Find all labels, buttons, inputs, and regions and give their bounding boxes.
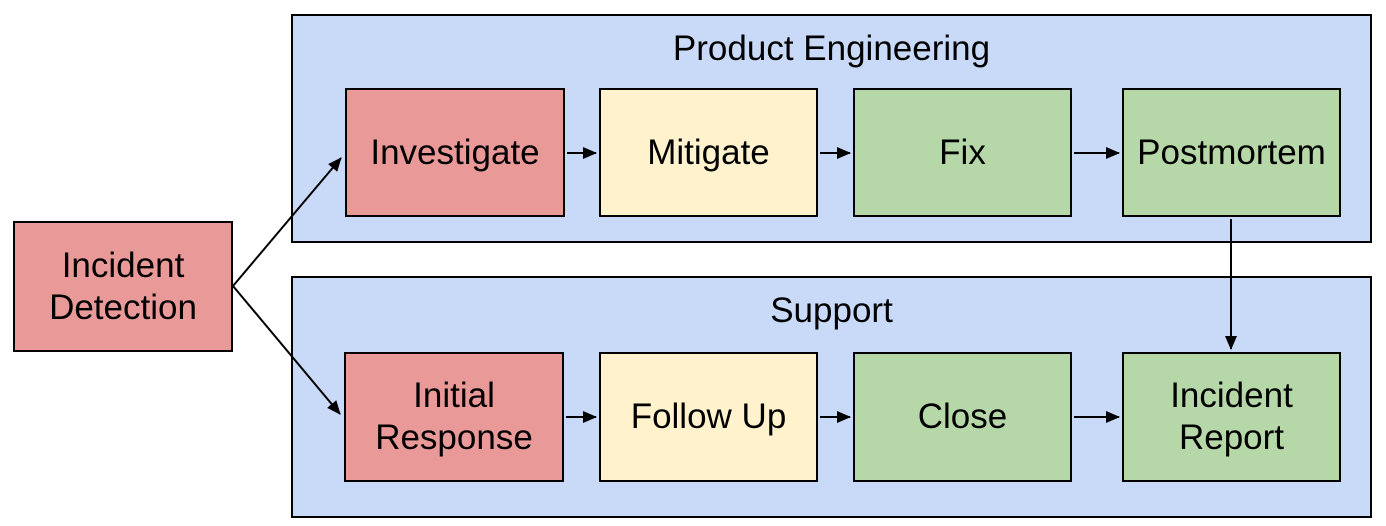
lane-title-support: Support: [770, 291, 893, 330]
node-postmortem: Postmortem: [1122, 88, 1341, 217]
node-follow-up: Follow Up: [599, 352, 818, 482]
node-incident-report: Incident Report: [1122, 352, 1341, 482]
node-mitigate: Mitigate: [599, 88, 818, 217]
node-fix: Fix: [853, 88, 1072, 217]
node-incident-detection: Incident Detection: [13, 221, 233, 352]
node-investigate: Investigate: [345, 88, 565, 217]
node-initial-response: Initial Response: [344, 352, 564, 482]
node-close: Close: [853, 352, 1072, 482]
lane-title-product-engineering: Product Engineering: [672, 29, 991, 68]
